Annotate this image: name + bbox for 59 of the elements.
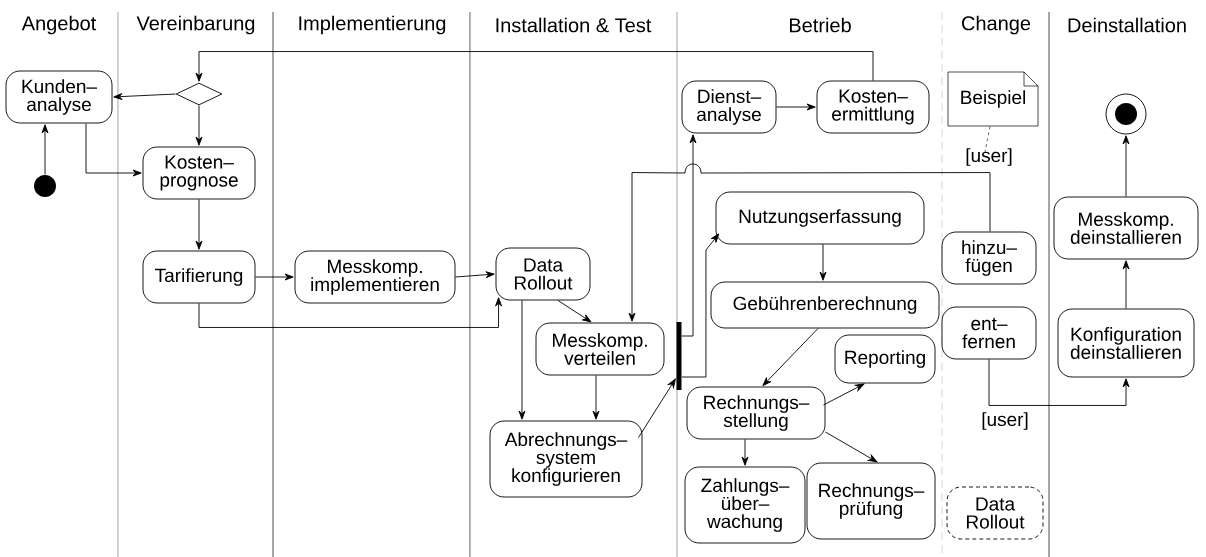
- arrow: [1122, 260, 1130, 309]
- start-dot: [34, 175, 56, 197]
- lane-header: Implementierung: [296, 14, 448, 36]
- arrow: [638, 378, 676, 438]
- activity-box: ent– fernen: [941, 306, 1037, 360]
- arrow: [681, 233, 720, 378]
- arrow: [628, 163, 991, 322]
- lane-header: Change: [960, 14, 1033, 36]
- activity-box: Abrechnungs– system konfigurieren: [489, 420, 643, 498]
- arrow: [988, 359, 1130, 406]
- arrow: [198, 297, 502, 328]
- arrow: [455, 271, 495, 279]
- arrow: [255, 273, 294, 281]
- activity-box: Konfiguration deinstallieren: [1057, 308, 1195, 378]
- arrow: [776, 103, 816, 111]
- arrow: [681, 134, 697, 337]
- activity-box: Gebührenberechnung: [710, 281, 940, 329]
- arrow: [85, 123, 142, 177]
- activity-box: Kunden– analyse: [5, 70, 113, 124]
- decision-diamond: [175, 82, 223, 106]
- arrow: [557, 300, 592, 323]
- arrow: [741, 439, 749, 466]
- activity-box: Messkomp. deinstallieren: [1053, 196, 1199, 260]
- activity-box: Messkomp. verteilen: [535, 322, 665, 376]
- arrow: [195, 199, 203, 250]
- end-marker: [1105, 93, 1147, 135]
- lane-header: Installation & Test: [493, 16, 653, 34]
- arrow: [1122, 135, 1130, 197]
- activity-box: Kosten– prognose: [142, 146, 256, 200]
- lane-header: Angebot: [20, 14, 98, 36]
- activity-box: Rechnungs– stellung: [686, 386, 826, 440]
- activity-box: hinzu– fügen: [941, 231, 1037, 285]
- activity-box: Tarifierung: [142, 250, 256, 304]
- arrow: [518, 300, 526, 420]
- arrow: [41, 124, 49, 175]
- activity-box: Messkomp. implementieren: [294, 250, 456, 304]
- arrow: [592, 375, 600, 420]
- activity-box: Rechnungs– prüfung: [806, 462, 936, 540]
- note-box: Beispiel: [947, 71, 1039, 127]
- activity-box: Nutzungserfassung: [715, 191, 925, 245]
- activity-box: Data Rollout: [495, 247, 591, 301]
- lane-header: Vereinbarung: [135, 14, 257, 36]
- activity-box: Dienst– analyse: [681, 80, 777, 134]
- arrow: [819, 244, 827, 281]
- activity-box: Kosten– ermittlung: [816, 80, 930, 134]
- activity-box: Reporting: [834, 334, 936, 384]
- arrow: [113, 93, 176, 100]
- arrow: [195, 105, 203, 146]
- lane-header: Deinstallation: [1066, 16, 1189, 34]
- lane-header: Betrieb: [787, 16, 853, 34]
- activity-box: Data Rollout: [946, 486, 1044, 540]
- arrow: [825, 431, 878, 463]
- arrow: [823, 383, 865, 406]
- edge-label: [user]: [964, 147, 1014, 167]
- arrow: [762, 328, 819, 387]
- activity-box: Zahlungs– über– wachung: [684, 466, 806, 544]
- leader-line: [984, 126, 991, 153]
- arrow: [195, 51, 874, 82]
- edge-label: [user]: [980, 411, 1030, 431]
